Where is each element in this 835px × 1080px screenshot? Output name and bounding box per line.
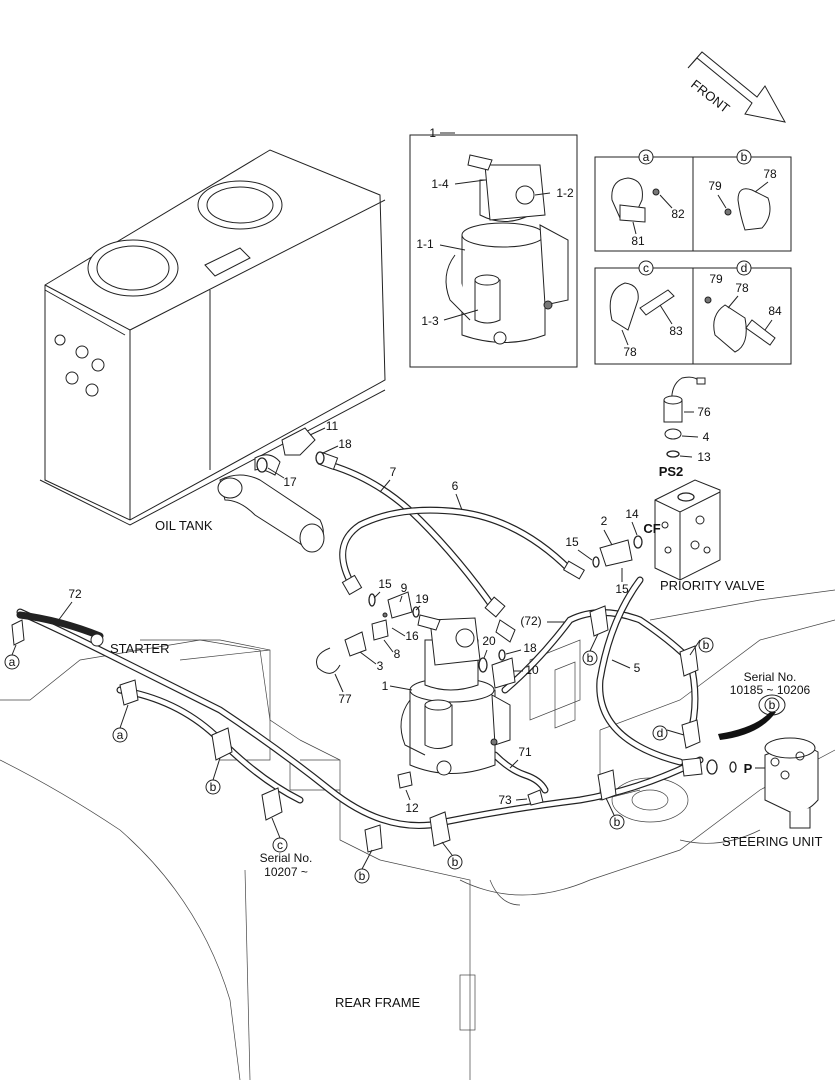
front-arrow: FRONT bbox=[687, 51, 786, 123]
serial-b-title: Serial No. bbox=[260, 851, 313, 865]
inset-part-1-4: 1-4 bbox=[431, 177, 449, 191]
part-8: 8 bbox=[394, 647, 401, 661]
part-18-upper: 18 bbox=[338, 437, 352, 451]
inset-part-78-d: 78 bbox=[735, 281, 749, 295]
inset-badge-d: d bbox=[741, 261, 748, 275]
inset-badge-a: a bbox=[643, 150, 650, 164]
part-4: 4 bbox=[703, 430, 710, 444]
clamp-callouts: a a b b c b b b b d b bbox=[4, 633, 780, 884]
front-label: FRONT bbox=[688, 77, 733, 116]
priority-valve-label: PRIORITY VALVE bbox=[660, 578, 765, 593]
pressure-switch: 76 4 13 PS2 bbox=[659, 376, 711, 479]
elbow-fitting-11: 11 18 17 bbox=[256, 419, 352, 489]
callout-b-1: b bbox=[210, 780, 217, 794]
clamp-inset-cd: c 83 78 d 79 78 84 bbox=[594, 260, 792, 365]
callout-b-4: b bbox=[452, 855, 459, 869]
callout-a-1: a bbox=[9, 655, 16, 669]
part-76: 76 bbox=[697, 405, 711, 419]
inset-part-1-2: 1-2 bbox=[556, 186, 574, 200]
steering-unit-label: STEERING UNIT bbox=[722, 834, 822, 849]
part-15-right: 15 bbox=[615, 582, 629, 596]
cf-label: CF bbox=[643, 521, 660, 536]
part-9: 9 bbox=[401, 581, 408, 595]
clamps-on-hoses bbox=[11, 605, 701, 853]
pump-inlet-fittings: 15 9 19 16 8 3 77 bbox=[316, 577, 429, 706]
part-71: 71 bbox=[518, 745, 532, 759]
part-18-lower: 18 bbox=[523, 641, 537, 655]
priority-valve bbox=[654, 479, 721, 581]
inset-badge-b: b bbox=[741, 150, 748, 164]
part-13: 13 bbox=[697, 450, 711, 464]
serial-note-2: Serial No. 10207 ~ bbox=[260, 851, 313, 879]
oil-tank-label: OIL TANK bbox=[155, 518, 213, 533]
part-77: 77 bbox=[338, 692, 352, 706]
steering-unit: P bbox=[681, 737, 819, 829]
hose-fittings bbox=[90, 451, 585, 647]
inset-badge-c: c bbox=[643, 261, 649, 275]
serial-note-1: Serial No. 10185 ~ 10206 bbox=[718, 670, 811, 740]
part-10: 10 bbox=[525, 663, 539, 677]
oil-tank bbox=[39, 149, 386, 526]
part-14: 14 bbox=[625, 507, 639, 521]
callout-b-2: b bbox=[703, 638, 710, 652]
inset-part-83: 83 bbox=[669, 324, 683, 338]
inset-part-84: 84 bbox=[768, 304, 782, 318]
rear-frame-outline bbox=[0, 589, 835, 1080]
part-3: 3 bbox=[377, 659, 384, 673]
part-11: 11 bbox=[326, 419, 339, 433]
callout-c-1: c bbox=[277, 838, 283, 852]
part-6: 6 bbox=[452, 479, 459, 493]
part-72-paren: (72) bbox=[520, 614, 541, 628]
serial-a-range: 10185 ~ 10206 bbox=[730, 683, 811, 697]
inset-number: 1 bbox=[429, 126, 436, 140]
callout-b-5: b bbox=[359, 869, 366, 883]
callout-d-1: d bbox=[657, 726, 664, 740]
pump-detail-inset: 1 1-4 1-2 1-1 1-3 bbox=[409, 126, 578, 368]
inset-part-81: 81 bbox=[631, 234, 645, 248]
rear-frame-label: REAR FRAME bbox=[335, 995, 421, 1010]
clamp-inset-ab: a 82 81 b 79 78 bbox=[594, 149, 792, 252]
part-5: 5 bbox=[634, 661, 641, 675]
serial-b-range: 10207 ~ bbox=[264, 865, 308, 879]
part-2: 2 bbox=[601, 514, 608, 528]
callout-b-3: b bbox=[587, 651, 594, 665]
callout-a-2: a bbox=[117, 728, 124, 742]
emergency-steering-pump: 1 bbox=[382, 614, 511, 776]
inset-part-79: 79 bbox=[708, 179, 722, 193]
suction-pipe bbox=[217, 454, 325, 553]
tee-fitting-2: 2 14 CF 15 15 bbox=[565, 507, 660, 596]
part-19: 19 bbox=[415, 592, 429, 606]
p-port-label: P bbox=[744, 761, 753, 776]
part-72: 72 bbox=[68, 587, 82, 601]
part-15-left: 15 bbox=[378, 577, 392, 591]
callout-b-6: b bbox=[769, 698, 776, 712]
inset-part-78-c: 78 bbox=[623, 345, 637, 359]
part-73: 73 bbox=[498, 793, 512, 807]
starter-label: STARTER bbox=[110, 641, 169, 656]
serial-a-title: Serial No. bbox=[744, 670, 797, 684]
part-1: 1 bbox=[382, 679, 389, 693]
inset-part-1-1: 1-1 bbox=[416, 237, 434, 251]
part-20: 20 bbox=[482, 634, 496, 648]
inset-part-82: 82 bbox=[671, 207, 685, 221]
part-12: 12 bbox=[405, 801, 419, 815]
part-7: 7 bbox=[390, 465, 397, 479]
misc-part-labels: 12 73 71 5 72 bbox=[54, 587, 641, 815]
inset-part-79-d: 79 bbox=[709, 272, 723, 286]
inset-part-78-b: 78 bbox=[763, 167, 777, 181]
inset-part-1-3: 1-3 bbox=[421, 314, 439, 328]
pump-outlet-fittings: 20 18 10 (72) bbox=[478, 614, 565, 689]
part-15-top: 15 bbox=[565, 535, 579, 549]
part-16: 16 bbox=[405, 629, 419, 643]
callout-b-7: b bbox=[614, 815, 621, 829]
ps2-label: PS2 bbox=[659, 464, 684, 479]
part-17: 17 bbox=[283, 475, 297, 489]
